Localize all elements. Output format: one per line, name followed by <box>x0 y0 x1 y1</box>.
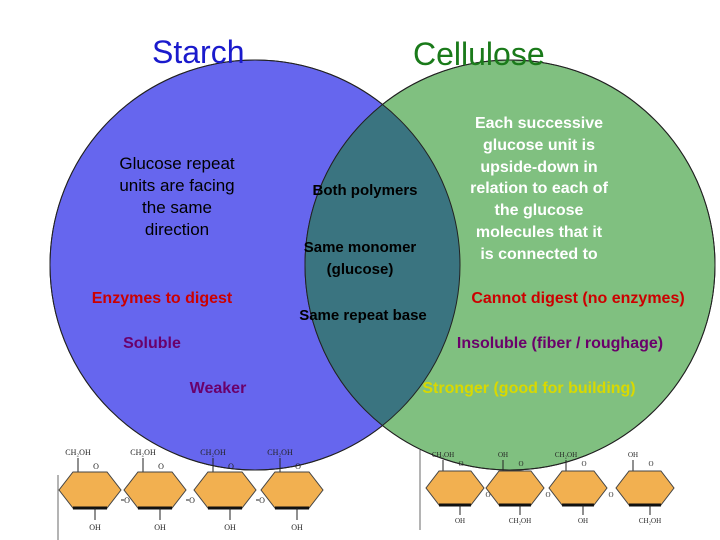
starch-ch2oh-label: CH₂OH <box>65 448 91 457</box>
starch-ch2oh-label: CH₂OH <box>130 448 156 457</box>
glycosidic-oxygen-label: O <box>259 496 265 505</box>
glycosidic-oxygen-label: O <box>189 496 195 505</box>
cellulose-bottom-label: CH₂OH <box>639 517 661 525</box>
glucose-ring <box>123 471 187 509</box>
cellulose-title: Cellulose <box>413 36 545 72</box>
glucose-ring <box>485 470 545 506</box>
ring-oxygen-label: O <box>581 460 586 468</box>
glucose-ring <box>425 470 485 506</box>
starch-title: Starch <box>152 34 245 70</box>
stronger-text: Stronger (good for building) <box>422 380 636 397</box>
glycosidic-oxygen-label: O <box>545 491 550 499</box>
cellulose-orientation-text: Each successive glucose unit is upside-d… <box>470 115 608 263</box>
ring-oxygen-label: O <box>518 460 523 468</box>
same-monomer-text: Same monomer (glucose) <box>303 239 417 278</box>
cellulose-bottom-label: OH <box>578 517 588 525</box>
both-polymers-text: Both polymers <box>312 182 418 199</box>
overlap-region <box>305 60 460 470</box>
starch-oh-label: OH <box>291 523 303 532</box>
starch-ch2oh-label: CH₂OH <box>267 448 293 457</box>
cellulose-top-label: CH₂OH <box>432 451 454 459</box>
weaker-text: Weaker <box>189 380 247 397</box>
cellulose-top-label: OH <box>628 451 638 459</box>
cellulose-top-label: OH <box>498 451 508 459</box>
starch-oh-label: OH <box>89 523 101 532</box>
starch-oh-label: OH <box>224 523 236 532</box>
glucose-ring <box>548 470 608 506</box>
glucose-ring <box>58 471 122 509</box>
starch-direction-text: Glucose repeat units are facing the same… <box>119 154 235 239</box>
ring-oxygen-label: O <box>295 462 301 471</box>
glycosidic-oxygen-label: O <box>124 496 130 505</box>
starch-oh-label: OH <box>154 523 166 532</box>
enzymes-to-digest-text: Enzymes to digest <box>91 290 233 307</box>
ring-oxygen-label: O <box>93 462 99 471</box>
ring-oxygen-label: O <box>648 460 653 468</box>
same-repeat-base-text: Same repeat base <box>299 307 427 324</box>
glycosidic-oxygen-label: O <box>485 491 490 499</box>
glucose-ring <box>615 470 675 506</box>
insoluble-text: Insoluble (fiber / roughage) <box>456 335 664 352</box>
ring-oxygen-label: O <box>228 462 234 471</box>
starch-ch2oh-label: CH₂OH <box>200 448 226 457</box>
glucose-ring <box>193 471 257 509</box>
cellulose-bottom-label: CH₂OH <box>509 517 531 525</box>
cellulose-top-label: CH₂OH <box>555 451 577 459</box>
ring-oxygen-label: O <box>458 460 463 468</box>
cellulose-bottom-label: OH <box>455 517 465 525</box>
glycosidic-oxygen-label: O <box>608 491 613 499</box>
ring-oxygen-label: O <box>158 462 164 471</box>
soluble-text: Soluble <box>123 335 181 352</box>
cannot-digest-text: Cannot digest (no enzymes) <box>471 290 685 307</box>
glucose-ring <box>260 471 324 509</box>
cellulose-structure: CH₂OH O OH O OH O CH₂OH O CH₂OH O OH O OH O CH₂OH <box>419 450 675 530</box>
